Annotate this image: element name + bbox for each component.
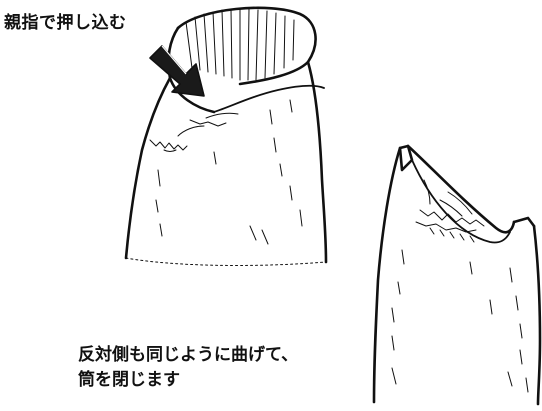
- down-right-arrow-icon: [149, 45, 205, 97]
- push-with-thumb-caption: 親指で押し込む: [4, 13, 127, 33]
- left-tube-sketch: [124, 6, 328, 266]
- fold-other-side-caption: 反対側も同じように曲げて、 筒を閉じます: [78, 345, 299, 390]
- right-tube-sketch: [372, 144, 542, 406]
